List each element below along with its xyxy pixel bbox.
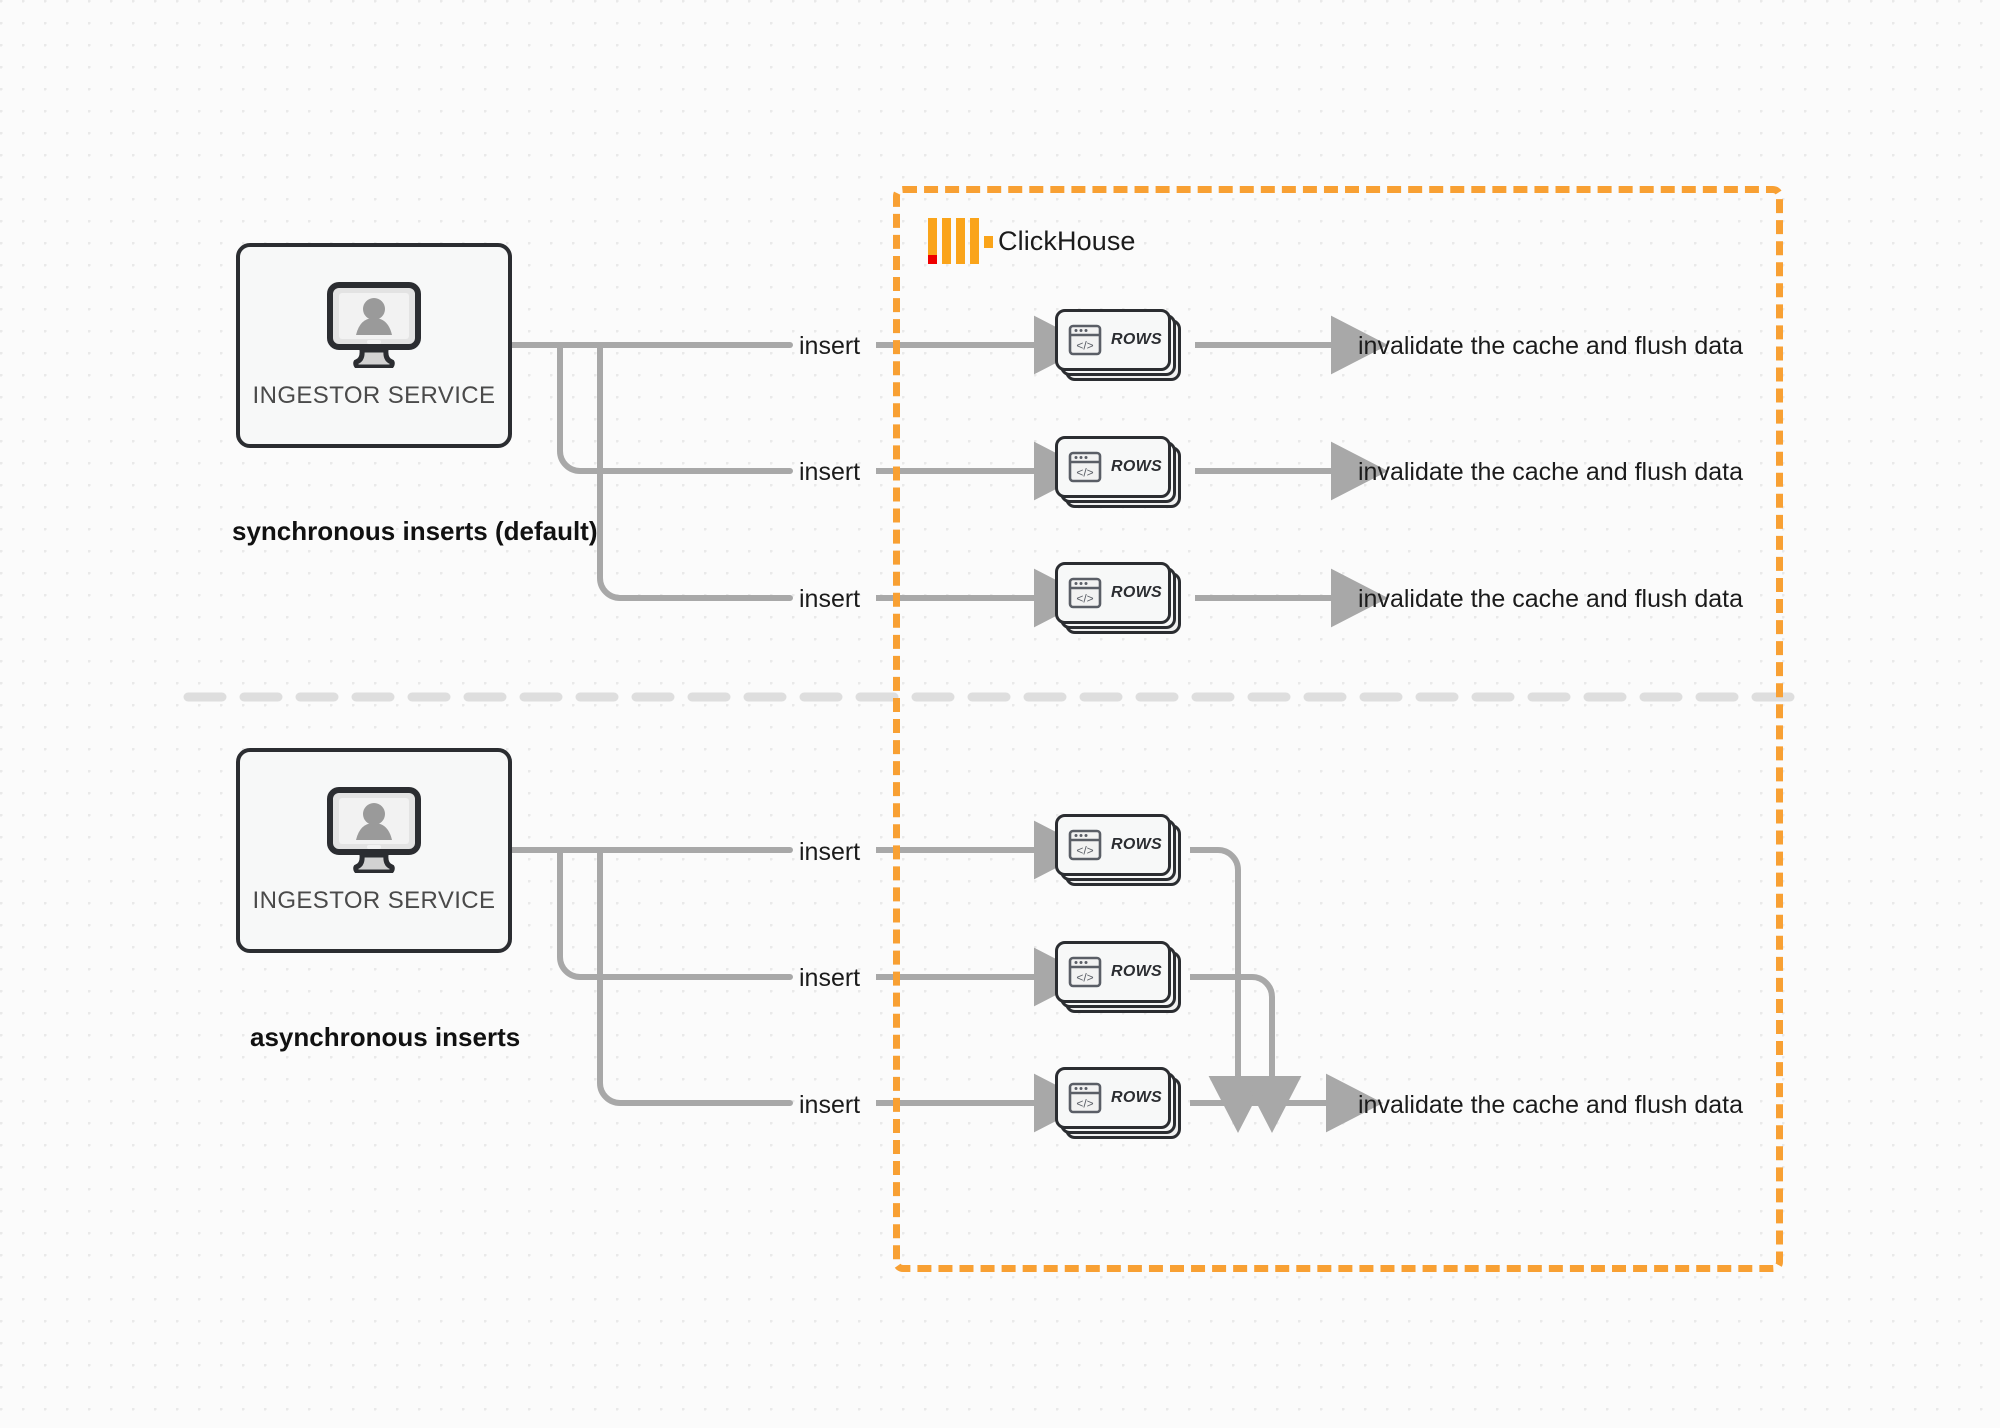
section-caption-synchronous: synchronous inserts (default) [232, 516, 598, 546]
rows-card-async-3[interactable]: </> ROWS [1055, 1067, 1181, 1139]
ingestor-service-label-sync: INGESTOR SERVICE [252, 381, 496, 409]
rows-card-label: ROWS [1111, 584, 1162, 601]
ingestor-service-node-async[interactable]: INGESTOR SERVICE [236, 748, 512, 953]
code-window-icon: </> [1068, 577, 1102, 609]
code-window-icon: </> [1068, 451, 1102, 483]
monitor-user-icon [326, 786, 422, 874]
code-window-icon: </> [1068, 324, 1102, 356]
code-window-icon: </> [1068, 956, 1102, 988]
section-caption-asynchronous: asynchronous inserts [250, 1022, 521, 1052]
svg-text:</>: </> [1076, 466, 1093, 480]
rows-card-label: ROWS [1111, 331, 1162, 348]
result-label-sync-2: invalidate the cache and flush data [1358, 458, 1743, 486]
rows-card-front: </> ROWS [1055, 1067, 1171, 1129]
rows-card-front: </> ROWS [1055, 941, 1171, 1003]
rows-card-sync-1[interactable]: </> ROWS [1055, 309, 1181, 381]
insert-label-sync-1: insert [799, 332, 861, 360]
insert-label-sync-3: insert [799, 585, 861, 613]
rows-card-async-1[interactable]: </> ROWS [1055, 814, 1181, 886]
svg-text:</>: </> [1076, 339, 1093, 353]
rows-card-front: </> ROWS [1055, 814, 1171, 876]
insert-label-async-1: insert [799, 838, 861, 866]
insert-label-async-3: insert [799, 1091, 861, 1119]
rows-card-label: ROWS [1111, 458, 1162, 475]
clickhouse-logo-icon [928, 218, 993, 264]
clickhouse-brand: ClickHouse [928, 218, 1136, 264]
rows-card-front: </> ROWS [1055, 309, 1171, 371]
rows-card-label: ROWS [1111, 963, 1162, 980]
result-label-sync-1: invalidate the cache and flush data [1358, 332, 1743, 360]
svg-text:</>: </> [1076, 592, 1093, 606]
ingestor-service-node-sync[interactable]: INGESTOR SERVICE [236, 243, 512, 448]
result-label-sync-3: invalidate the cache and flush data [1358, 585, 1743, 613]
svg-text:</>: </> [1076, 844, 1093, 858]
clickhouse-brand-label: ClickHouse [998, 225, 1136, 256]
rows-card-sync-2[interactable]: </> ROWS [1055, 436, 1181, 508]
insert-label-async-2: insert [799, 964, 861, 992]
result-label-async: invalidate the cache and flush data [1358, 1091, 1743, 1119]
rows-card-sync-3[interactable]: </> ROWS [1055, 562, 1181, 634]
clickhouse-boundary [893, 186, 1783, 1272]
monitor-user-icon [326, 281, 422, 369]
ingestor-service-label-async: INGESTOR SERVICE [252, 886, 496, 914]
code-window-icon: </> [1068, 829, 1102, 861]
svg-text:</>: </> [1076, 971, 1093, 985]
rows-card-async-2[interactable]: </> ROWS [1055, 941, 1181, 1013]
insert-label-sync-2: insert [799, 458, 861, 486]
rows-card-label: ROWS [1111, 836, 1162, 853]
rows-card-front: </> ROWS [1055, 436, 1171, 498]
svg-text:</>: </> [1076, 1097, 1093, 1111]
rows-card-front: </> ROWS [1055, 562, 1171, 624]
rows-card-label: ROWS [1111, 1089, 1162, 1106]
code-window-icon: </> [1068, 1082, 1102, 1114]
